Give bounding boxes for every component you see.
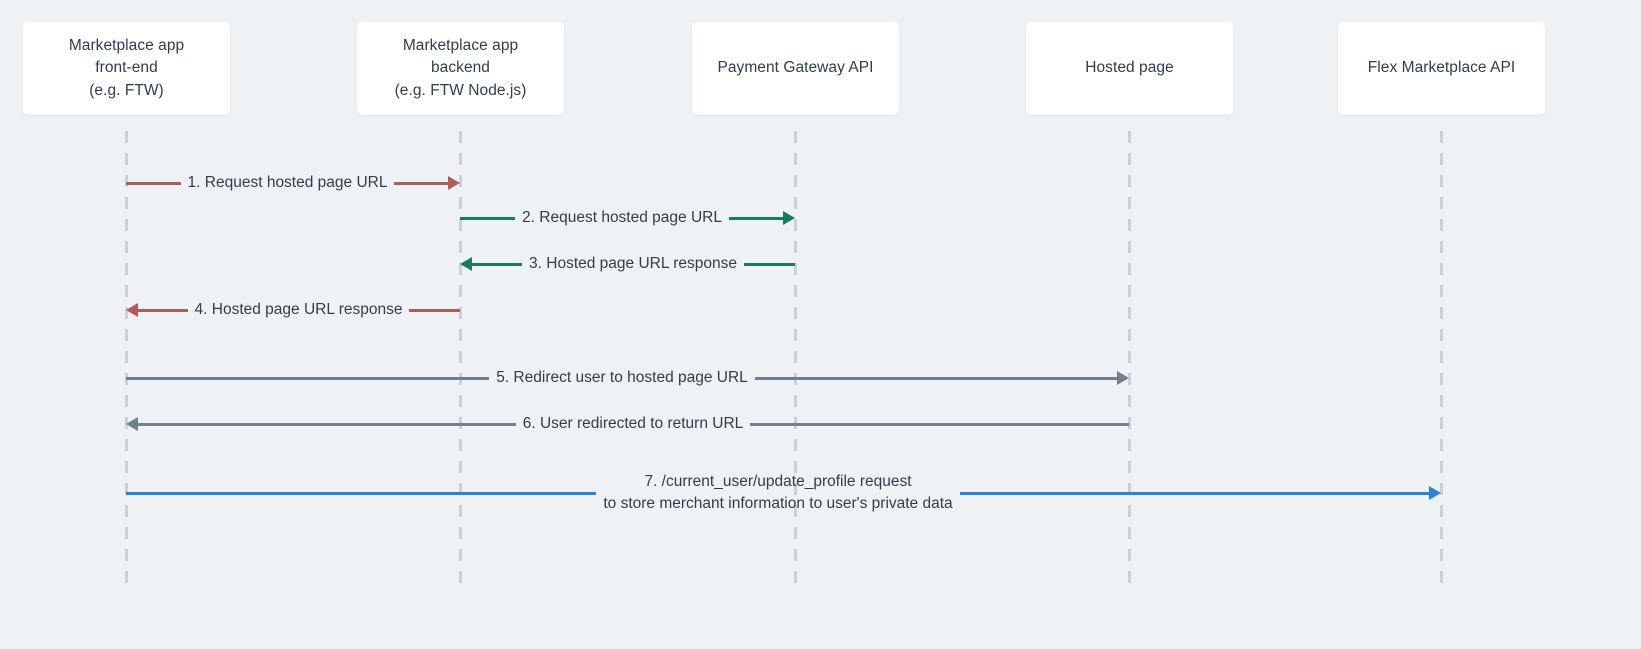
participant-flex: Flex Marketplace API <box>1338 22 1545 115</box>
message-label: 2. Request hosted page URL <box>522 209 722 226</box>
lifeline-flex <box>1440 131 1443 591</box>
lifeline-gateway <box>794 131 797 591</box>
arrowhead-left-icon <box>126 417 138 431</box>
message-label: 1. Request hosted page URL <box>187 174 388 191</box>
message-line <box>460 216 516 220</box>
participant-gateway: Payment Gateway API <box>692 22 899 115</box>
message-line <box>394 181 450 185</box>
arrowhead-right-icon <box>783 211 796 225</box>
message-line <box>126 491 597 495</box>
message-line <box>126 181 181 185</box>
lifeline-frontend <box>125 131 128 591</box>
participant-label: Payment Gateway API <box>717 59 874 77</box>
message-line <box>959 491 1431 495</box>
arrowhead-left-icon <box>460 257 472 271</box>
message-line <box>126 376 490 380</box>
arrowhead-left-icon <box>126 303 138 317</box>
participant-label: Marketplace app front-end (e.g. FTW) <box>68 36 185 99</box>
message-line <box>743 262 796 266</box>
message-line <box>409 308 461 312</box>
message-label: 4. Hosted page URL response <box>194 301 403 318</box>
participant-backend: Marketplace app backend (e.g. FTW Node.j… <box>357 22 564 115</box>
message-line <box>137 308 188 312</box>
lifeline-hosted <box>1128 131 1131 591</box>
participant-label: Marketplace app backend (e.g. FTW Node.j… <box>394 36 527 99</box>
participant-label: Hosted page <box>1085 59 1174 77</box>
message-line <box>137 422 516 426</box>
message-line <box>728 216 785 220</box>
arrowhead-right-icon <box>1117 371 1129 385</box>
participant-hosted: Hosted page <box>1026 22 1233 115</box>
message-label: 3. Hosted page URL response <box>529 255 737 272</box>
message-label: 7. /current_user/update_profile request … <box>603 473 953 512</box>
message-line <box>471 262 523 266</box>
participant-frontend: Marketplace app front-end (e.g. FTW) <box>23 22 230 115</box>
arrowhead-right-icon <box>448 176 461 190</box>
arrowhead-right-icon <box>1429 486 1442 500</box>
message-line <box>750 422 1130 426</box>
message-label: 5. Redirect user to hosted page URL <box>496 369 748 386</box>
message-line <box>754 376 1118 380</box>
message-label: 6. User redirected to return URL <box>522 415 744 432</box>
lifeline-backend <box>459 131 462 591</box>
participant-label: Flex Marketplace API <box>1367 59 1516 77</box>
